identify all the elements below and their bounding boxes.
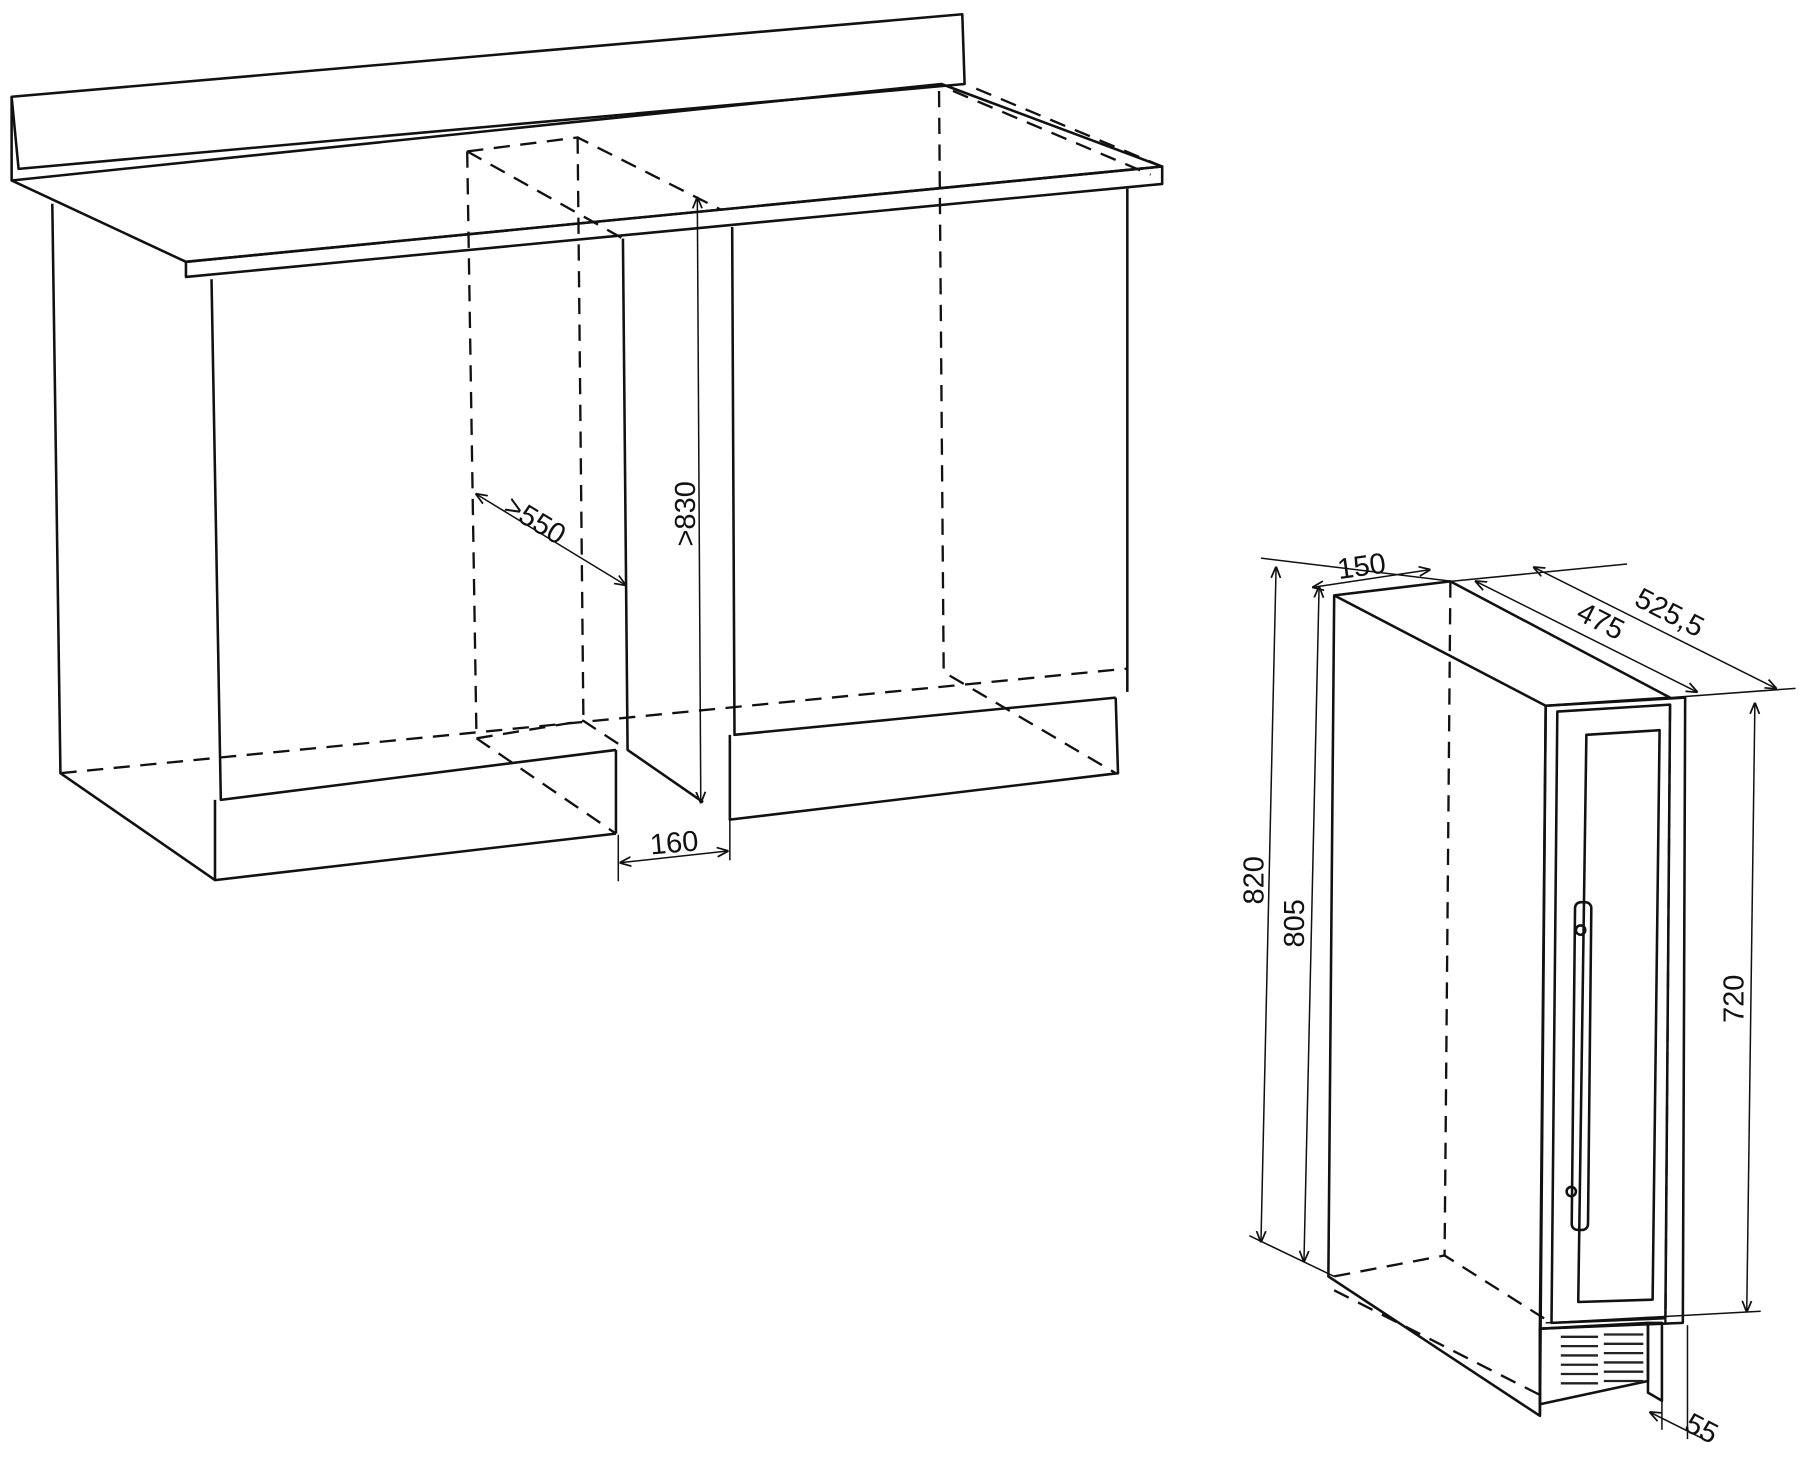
kitchen-cabinet-drawing: >550 >830 160 xyxy=(10,12,1164,882)
height-label: >830 xyxy=(670,481,702,546)
depth-body-dim: 475 xyxy=(1572,596,1630,647)
countertop-front xyxy=(184,165,1164,279)
depth-label: >550 xyxy=(498,490,571,551)
height-total-dim: 820 xyxy=(1238,856,1270,904)
height-body-dim: 805 xyxy=(1279,899,1311,947)
width-label: 160 xyxy=(649,825,700,861)
door-handle xyxy=(1565,900,1593,1232)
hidden-edges xyxy=(60,87,1163,835)
door-frame xyxy=(1538,696,1687,1330)
wine-cooler-drawing: 150 475 525,5 820 805 720 55 xyxy=(1238,548,1796,1451)
plinth-offset-dim: 55 xyxy=(1680,1408,1723,1451)
backsplash xyxy=(10,12,966,171)
glass-panel xyxy=(1576,728,1661,1304)
countertop-top xyxy=(10,82,1164,264)
width-dim: 150 xyxy=(1335,548,1387,586)
door-height-dim: 720 xyxy=(1718,975,1750,1023)
vent-grille xyxy=(1560,1333,1644,1385)
